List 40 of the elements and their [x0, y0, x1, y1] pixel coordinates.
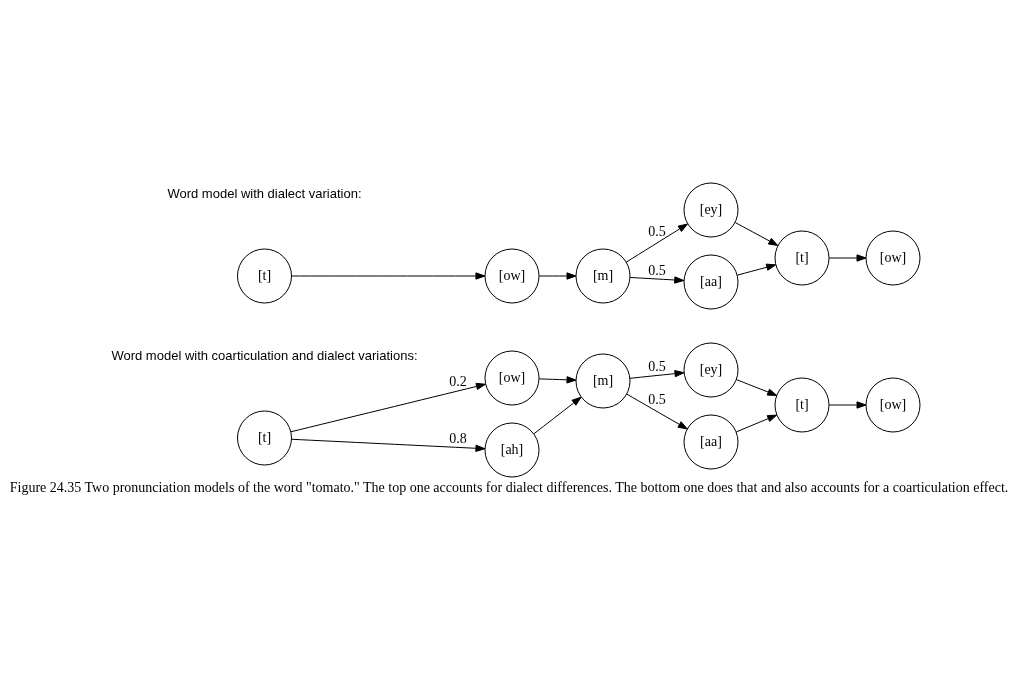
node-circle: [m]	[575, 353, 631, 408]
node-circle: [ow]	[865, 230, 921, 285]
arrow	[735, 414, 778, 432]
label: Word model with dialect variation:	[167, 185, 362, 201]
arrow	[629, 275, 685, 284]
arrow	[290, 382, 486, 432]
node-circle: [ow]	[865, 377, 921, 432]
arrow	[291, 438, 486, 452]
arrow	[625, 223, 688, 263]
arrow	[735, 378, 778, 396]
node-circle: [ey]	[683, 182, 739, 237]
node-circle: [aa]	[683, 414, 739, 469]
node-circle: [ey]	[683, 342, 739, 397]
arrow	[629, 369, 685, 379]
edge-label: 0.5	[648, 358, 666, 374]
node-circle: [ah]	[484, 422, 540, 477]
arrow	[828, 400, 867, 409]
node-circle: [ow]	[484, 350, 540, 405]
edge-label: 0.2	[449, 373, 467, 389]
node-circle: [t]	[237, 410, 292, 465]
edge-label: 0.5	[648, 391, 666, 407]
edge-label: 0.5	[648, 223, 666, 239]
edge-label: 0.5	[648, 262, 666, 278]
arrow	[533, 396, 582, 434]
arrow	[828, 253, 867, 262]
node-circle: [ow]	[484, 248, 540, 303]
arrow	[736, 263, 777, 276]
caption: Figure 24.35 Two pronunciation models of the word "tomato." The top one accounts for dialect differences. The bottom one does that and also accounts for a coarticulation effect.	[9, 479, 1009, 495]
arrow	[734, 221, 779, 246]
label: Word model with coarticulation and dialect variations:	[111, 347, 418, 363]
edge-label: 0.8	[449, 430, 467, 446]
node-circle: [t]	[774, 230, 830, 285]
arrow	[626, 393, 688, 429]
arrow	[291, 271, 486, 280]
node-circle: [m]	[575, 248, 631, 303]
node-circle: [aa]	[683, 254, 739, 309]
arrow	[538, 271, 577, 280]
arrow	[538, 375, 577, 383]
node-circle: [t]	[237, 248, 292, 303]
node-circle: [t]	[774, 377, 830, 432]
